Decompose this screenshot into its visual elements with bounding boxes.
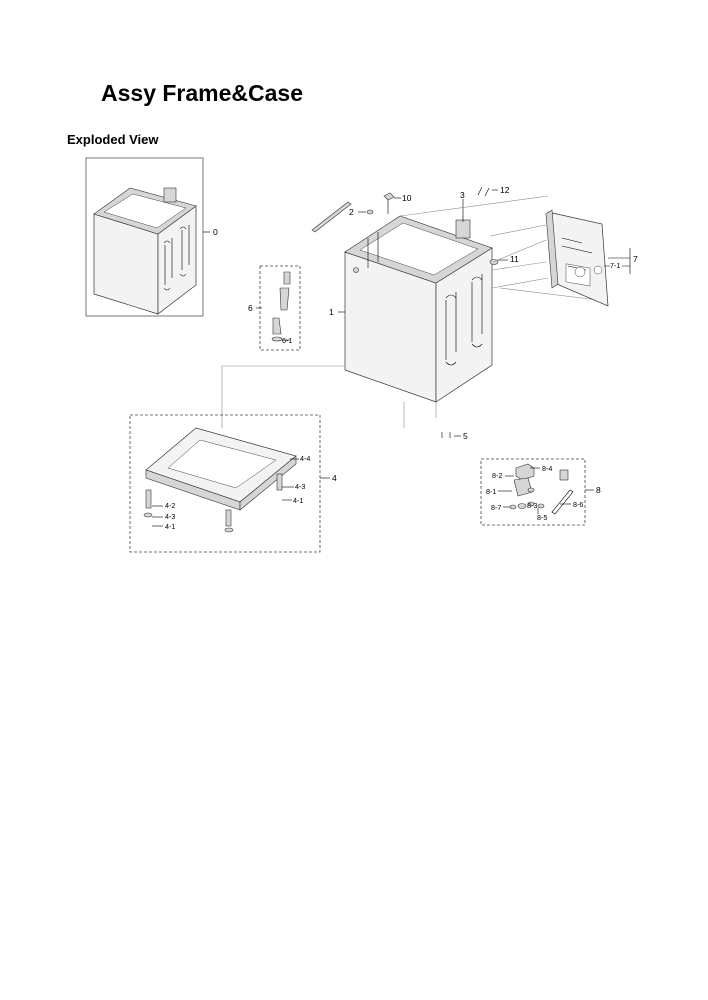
callout-8: 8 [596, 485, 601, 495]
part-11 [489, 259, 508, 265]
callout-6: 6 [248, 303, 253, 313]
cabinet-part [338, 215, 493, 403]
valve-assy-part-8 [480, 458, 594, 526]
callout-1: 1 [329, 307, 334, 317]
callout-4-3-right: 4-3 [295, 482, 305, 491]
callout-10: 10 [402, 193, 412, 203]
callout-8-7: 8-7 [491, 503, 501, 512]
callout-0: 0 [213, 227, 218, 237]
callout-4-2: 4-2 [165, 501, 175, 510]
callout-4: 4 [332, 473, 337, 483]
callout-11: 11 [510, 254, 519, 264]
screws-part-5 [441, 432, 461, 438]
screws-part-12 [477, 186, 498, 197]
callout-4-4: 4-4 [300, 454, 310, 463]
callout-8-3: 8-3 [527, 501, 537, 510]
callout-8-4: 8-4 [542, 464, 552, 473]
callout-8-2: 8-2 [492, 471, 502, 480]
callout-8-5: 8-5 [537, 513, 547, 522]
callout-4-1-left: 4-1 [165, 522, 175, 531]
callout-7-1: 7-1 [610, 261, 620, 270]
screw-part-2 [358, 209, 374, 215]
callout-4-1-right: 4-1 [293, 496, 303, 505]
callout-5: 5 [463, 431, 468, 441]
clip-part-10 [383, 192, 401, 214]
callout-8-1: 8-1 [486, 487, 496, 496]
hose-assy-part-6 [256, 265, 301, 351]
callout-8-6: 8-6 [573, 500, 583, 509]
assembled-view-panel [85, 157, 210, 317]
guide-lines-base [221, 365, 437, 428]
guide-lines-back [399, 195, 599, 301]
callout-2: 2 [349, 207, 354, 217]
base-frame-part-4 [129, 414, 330, 553]
strip-part [311, 201, 352, 233]
back-panel-part [545, 209, 631, 307]
callout-6-1: 6-1 [282, 336, 292, 345]
section-subtitle: Exploded View [67, 132, 159, 147]
callout-7: 7 [633, 254, 638, 264]
callout-3: 3 [460, 190, 465, 200]
callout-4-3-left: 4-3 [165, 512, 175, 521]
callout-12: 12 [500, 185, 510, 195]
page-title: Assy Frame&Case [101, 80, 304, 106]
